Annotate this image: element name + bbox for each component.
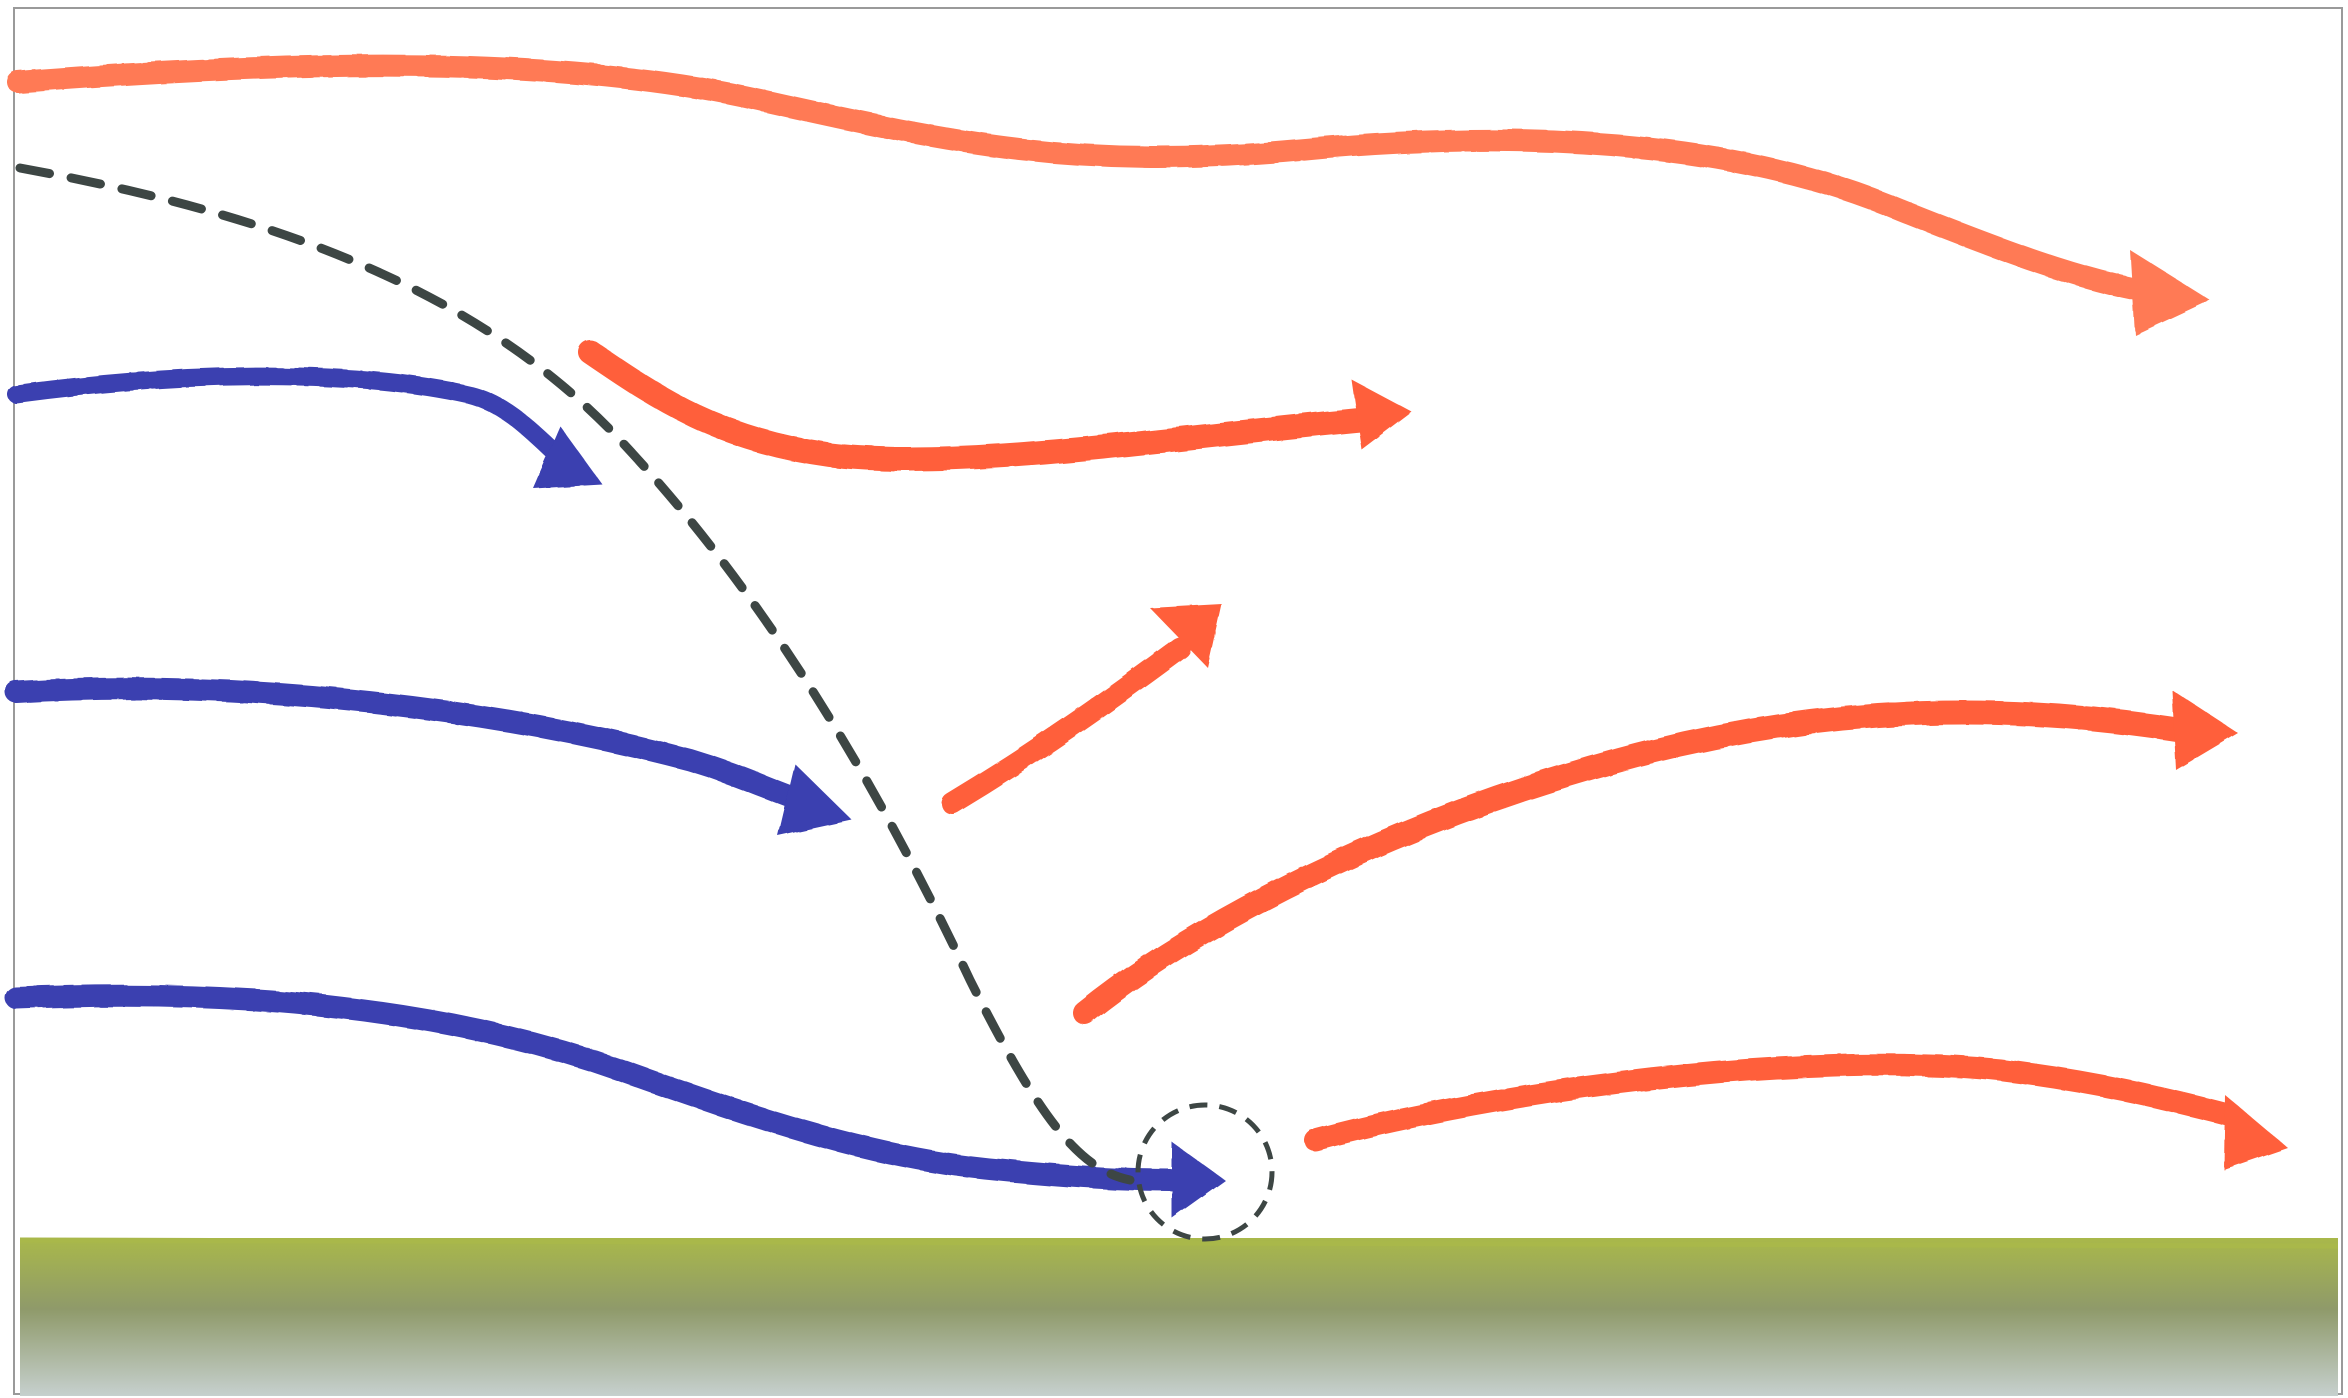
arrow-head-icon — [1150, 604, 1222, 668]
cold-flow-arrows — [5, 367, 1225, 1218]
arrow-head-icon — [778, 764, 852, 836]
warm-flow-arrow-top — [7, 54, 2161, 303]
ground-strip — [20, 1238, 2338, 1396]
arrow-head-icon — [2224, 1095, 2288, 1170]
cold-flow-arrow-lower — [5, 984, 1181, 1191]
cold-flow-arrow-upper — [7, 367, 574, 471]
warm-flow-arrow-middle — [1073, 700, 2192, 1025]
arrow-head-icon — [1352, 380, 1412, 450]
ground-surface-line — [19, 1237, 2339, 1249]
cold-flow-arrow-middle — [5, 677, 816, 813]
dashed-front-line — [15, 163, 1135, 1185]
arrow-head-icon — [1172, 1142, 1225, 1218]
arrow-head-icon — [533, 426, 602, 488]
warm-flow-arrow-rising — [941, 637, 1191, 814]
warm-flow-arrow-upper — [578, 340, 1372, 472]
arrow-head-icon — [2130, 250, 2210, 335]
warm-flow-arrows — [7, 54, 2288, 1170]
dashed-circle-icon — [1135, 1102, 1275, 1242]
arrow-head-icon — [2172, 690, 2238, 770]
warm-flow-arrow-lower — [1304, 1053, 2241, 1151]
